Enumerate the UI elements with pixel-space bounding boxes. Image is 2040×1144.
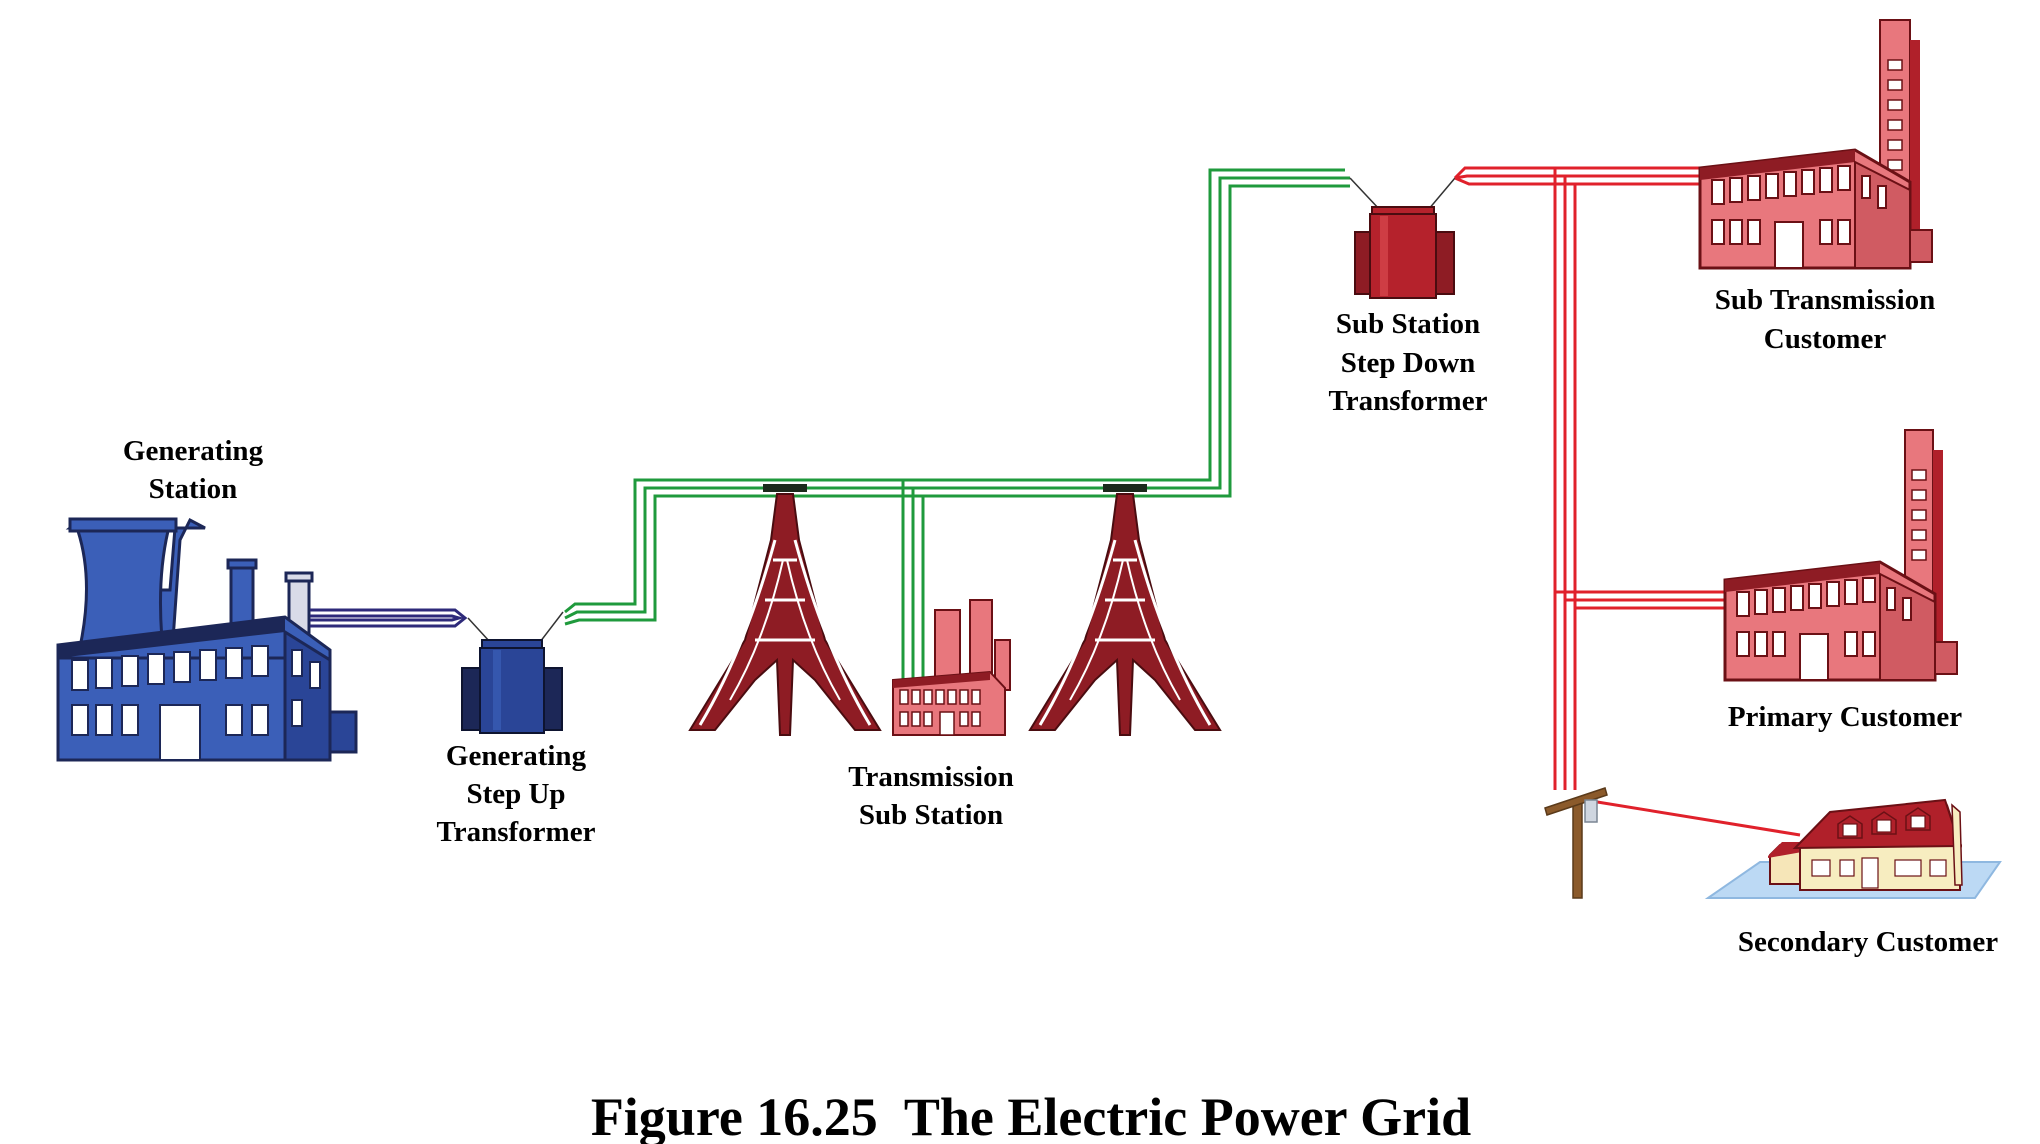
transmission-wire — [564, 168, 1350, 680]
svg-text:Generating: Generating — [446, 740, 587, 772]
label-primary-customer: Primary Customer — [1728, 701, 1962, 733]
label-step-up-transformer: Generating Step Up Transformer — [437, 740, 596, 848]
svg-text:Transformer: Transformer — [437, 816, 596, 848]
svg-text:Station: Station — [149, 473, 238, 505]
svg-text:Generating: Generating — [123, 435, 264, 467]
step-down-transformer-icon — [1349, 177, 1456, 299]
secondary-customer-icon — [1704, 798, 2002, 899]
transmission-tower-icon — [1028, 484, 1222, 736]
transmission-sub-station-icon — [892, 599, 1011, 736]
label-generating-station: Generating Station — [123, 435, 264, 505]
generating-station-icon — [56, 517, 358, 762]
label-step-down-transformer: Sub Station Step Down Transformer — [1329, 308, 1488, 417]
label-secondary-customer: Secondary Customer — [1738, 926, 1998, 958]
svg-text:Sub Transmission: Sub Transmission — [1715, 284, 1936, 316]
figure-caption: Figure 16.25 The Electric Power Grid — [591, 1087, 1471, 1144]
svg-text:Sub Station: Sub Station — [1336, 308, 1480, 340]
svg-text:Transformer: Transformer — [1329, 385, 1488, 417]
svg-text:Step Down: Step Down — [1341, 347, 1476, 379]
svg-text:Sub Station: Sub Station — [859, 799, 1003, 831]
svg-text:Customer: Customer — [1764, 323, 1887, 355]
sub-transmission-customer-icon — [1698, 19, 1933, 270]
svg-text:Step Up: Step Up — [466, 778, 565, 810]
primary-customer-icon — [1723, 429, 1958, 682]
step-up-transformer-icon — [461, 611, 564, 734]
utility-pole-icon — [1544, 787, 1608, 899]
label-sub-transmission-customer: Sub Transmission Customer — [1715, 284, 1936, 355]
distribution-wire — [1453, 166, 1801, 837]
generation-wire — [310, 608, 468, 628]
svg-text:Transmission: Transmission — [848, 761, 1013, 793]
label-transmission-sub-station: Transmission Sub Station — [848, 761, 1013, 831]
transmission-tower-icon — [688, 484, 882, 736]
